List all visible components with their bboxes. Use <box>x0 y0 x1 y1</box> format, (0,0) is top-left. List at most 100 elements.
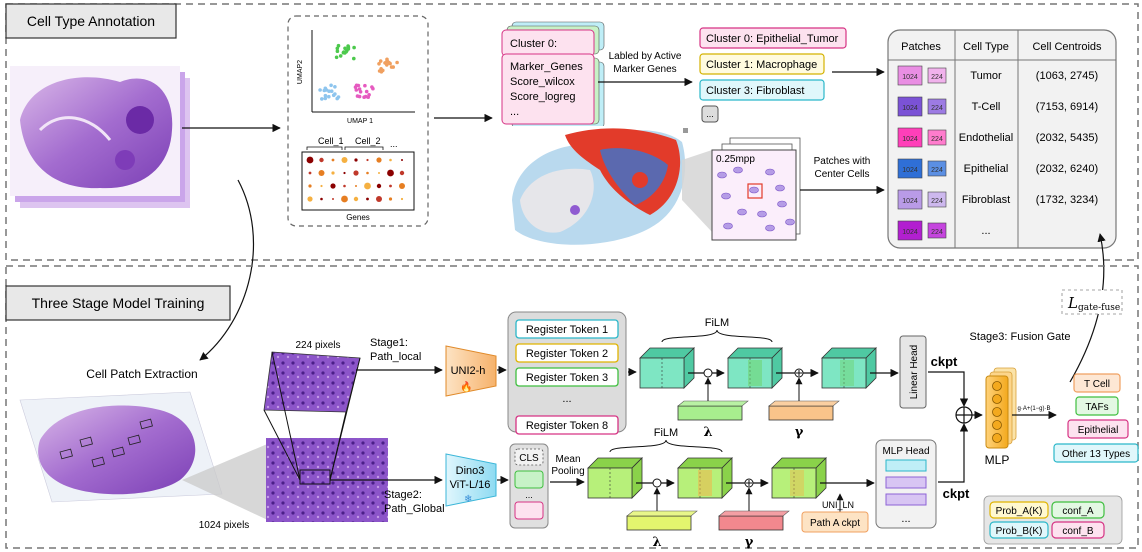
dotplot-dot <box>389 184 392 188</box>
table-header-celltype: Cell Type <box>963 41 1009 53</box>
patch-cell <box>721 192 731 200</box>
dotplot-dot <box>306 156 314 164</box>
patches-label-line1: Patches with <box>814 156 871 167</box>
cell-patch-marker <box>91 456 105 468</box>
uni2h-encoder <box>445 345 497 397</box>
prob-label: Prob_B(K) <box>996 526 1043 537</box>
umap-point <box>395 60 399 65</box>
top-section-frame <box>5 3 1139 261</box>
output-class-label: Other 13 Types <box>1062 449 1130 460</box>
umap-point <box>352 56 356 61</box>
patch-thumb-1024-label: 1024 <box>902 167 918 174</box>
dotplot-dot <box>376 183 382 189</box>
mlp-gate <box>985 367 1017 449</box>
table-cell-centroid: (1063, 2745) <box>1036 70 1098 82</box>
mean-pooling-line2: Pooling <box>551 466 584 477</box>
add-icon <box>796 370 802 376</box>
table-cell-type: Tumor <box>970 70 1002 82</box>
table-cell-type: Epithelial <box>964 163 1009 175</box>
prob-box <box>989 501 1049 519</box>
prob-label: conf_A <box>1062 506 1093 517</box>
lambda-vector <box>677 405 743 421</box>
dotplot-dot <box>331 158 335 162</box>
patch-thumb-1024-label: 1024 <box>902 136 918 143</box>
dotplot-dot <box>320 197 323 201</box>
umap-point <box>363 83 367 88</box>
register-token-ellipsis: ... <box>562 393 571 405</box>
mlp-head-label: MLP Head <box>882 446 929 457</box>
register-token-box <box>515 343 619 363</box>
patch-cell <box>737 208 747 216</box>
cluster-label-box <box>699 79 825 101</box>
patch-thumb-224 <box>927 67 947 84</box>
umap-point <box>322 88 327 93</box>
gamma-vector <box>718 515 784 531</box>
umap-point <box>320 97 324 101</box>
dotplot-dot <box>341 157 348 163</box>
arrow-mlphead-to-sum <box>938 423 969 483</box>
output-class-label: Epithelial <box>1078 425 1119 436</box>
patch-thumb-1024 <box>897 65 923 86</box>
film-label: FiLM <box>705 317 729 329</box>
dotplot-dot <box>341 195 348 203</box>
patch-thumb-224 <box>927 98 947 115</box>
loss-label-box <box>1061 289 1123 315</box>
dotplot-dot <box>399 183 405 189</box>
frustum-lines <box>263 351 361 485</box>
more-clusters-text: ... <box>706 109 714 119</box>
dotplot-cell2: Cell_2 <box>355 136 381 146</box>
register-token-label: Register Token 3 <box>526 372 608 384</box>
uni2h-label: UNI2-h <box>451 365 486 377</box>
umap-point <box>364 89 369 94</box>
bottom-section-tab <box>5 285 231 321</box>
umap-point <box>341 50 346 55</box>
film-brace <box>661 329 773 343</box>
extraction-slide <box>19 391 223 503</box>
umap-ylabel: UMAP2 <box>297 60 304 84</box>
umap-point <box>377 69 382 73</box>
patch-cell <box>723 222 733 230</box>
dotplot-dot <box>331 171 335 175</box>
umap-xlabel: UMAP 1 <box>347 118 373 125</box>
umap-point <box>335 46 340 51</box>
add-icon <box>746 480 752 486</box>
patch-cell <box>765 224 775 232</box>
dotplot-dot <box>401 159 403 161</box>
umap-point <box>334 55 339 60</box>
more-clusters-button[interactable] <box>701 105 719 123</box>
dotplot-dot <box>307 196 313 202</box>
gamma-vector <box>768 405 834 421</box>
register-token-label: Register Token 8 <box>526 420 608 432</box>
patch-thumb-1024 <box>897 158 923 179</box>
film-highlight <box>840 360 854 386</box>
umap-point <box>323 93 328 98</box>
dotplot-dot <box>376 196 382 202</box>
umap-point <box>352 45 356 50</box>
dino-encoder <box>445 453 497 507</box>
stage2-line1: Stage2: <box>384 489 422 501</box>
umap-point <box>358 90 363 94</box>
register-token-label: Register Token 1 <box>526 324 608 336</box>
patches-label-line2: Center Cells <box>814 169 869 180</box>
linear-head-label: Linear Head <box>909 345 920 399</box>
path-a-ckpt-label: Path A ckpt <box>810 518 860 529</box>
output-class-box <box>1073 373 1121 393</box>
cluster-label-text: Cluster 0: Epithelial_Tumor <box>706 33 839 45</box>
cell-patch-marker <box>127 434 141 446</box>
pixels-224-label: 224 pixels <box>295 340 340 351</box>
top-section-title: Cell Type Annotation <box>27 13 155 29</box>
dotplot-dot <box>387 169 394 177</box>
dotplot-dot <box>318 170 325 176</box>
umap-point <box>378 59 383 63</box>
multiply-node <box>703 368 713 378</box>
patch-token-pink <box>514 501 544 520</box>
prob-box <box>1051 501 1105 519</box>
top-section-tab <box>5 3 177 39</box>
dotplot: Cell_1 Cell_2 ... Genes <box>301 136 415 222</box>
table-cell-type: ... <box>981 225 990 237</box>
umap-point <box>385 57 389 62</box>
loss-symbol: L <box>1067 294 1078 312</box>
path-a-ckpt-box <box>801 511 869 533</box>
dotplot-dot <box>332 198 334 200</box>
film-highlight <box>790 470 804 496</box>
